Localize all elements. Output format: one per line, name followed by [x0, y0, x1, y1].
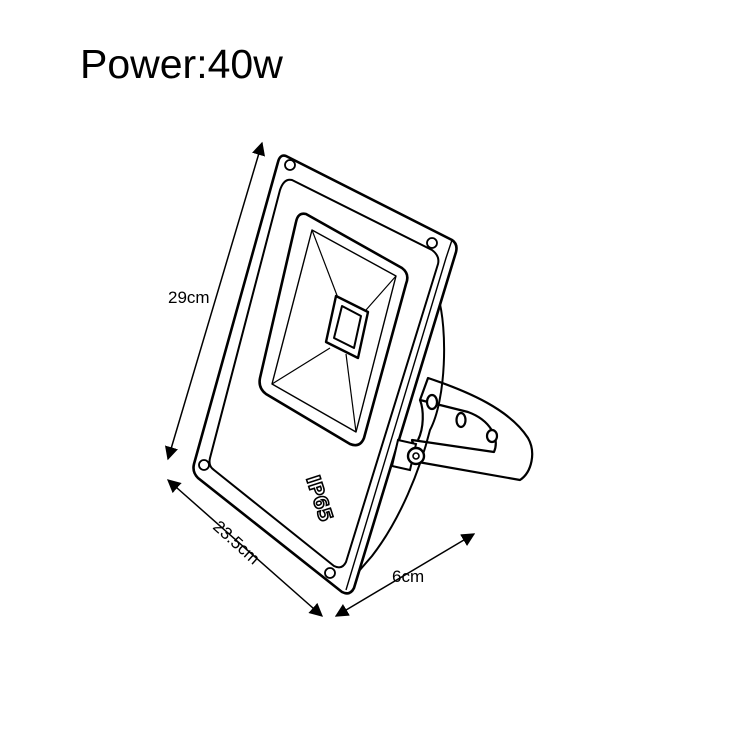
depth-label: 6cm [392, 567, 424, 586]
height-arrow [164, 141, 266, 461]
width-arrow [166, 479, 324, 617]
mounting-bracket [410, 376, 534, 482]
led-chip [324, 294, 370, 360]
power-title: Power:40w [80, 41, 283, 87]
heatsink-edge [345, 295, 446, 587]
screw-bottom-right [324, 567, 336, 579]
depth-arrow [334, 533, 476, 617]
screw-bottom-left [198, 459, 210, 471]
screw-top-right [426, 237, 438, 249]
bracket-knob [390, 438, 426, 472]
screw-top-left [284, 159, 296, 171]
height-label: 29cm [168, 288, 210, 307]
